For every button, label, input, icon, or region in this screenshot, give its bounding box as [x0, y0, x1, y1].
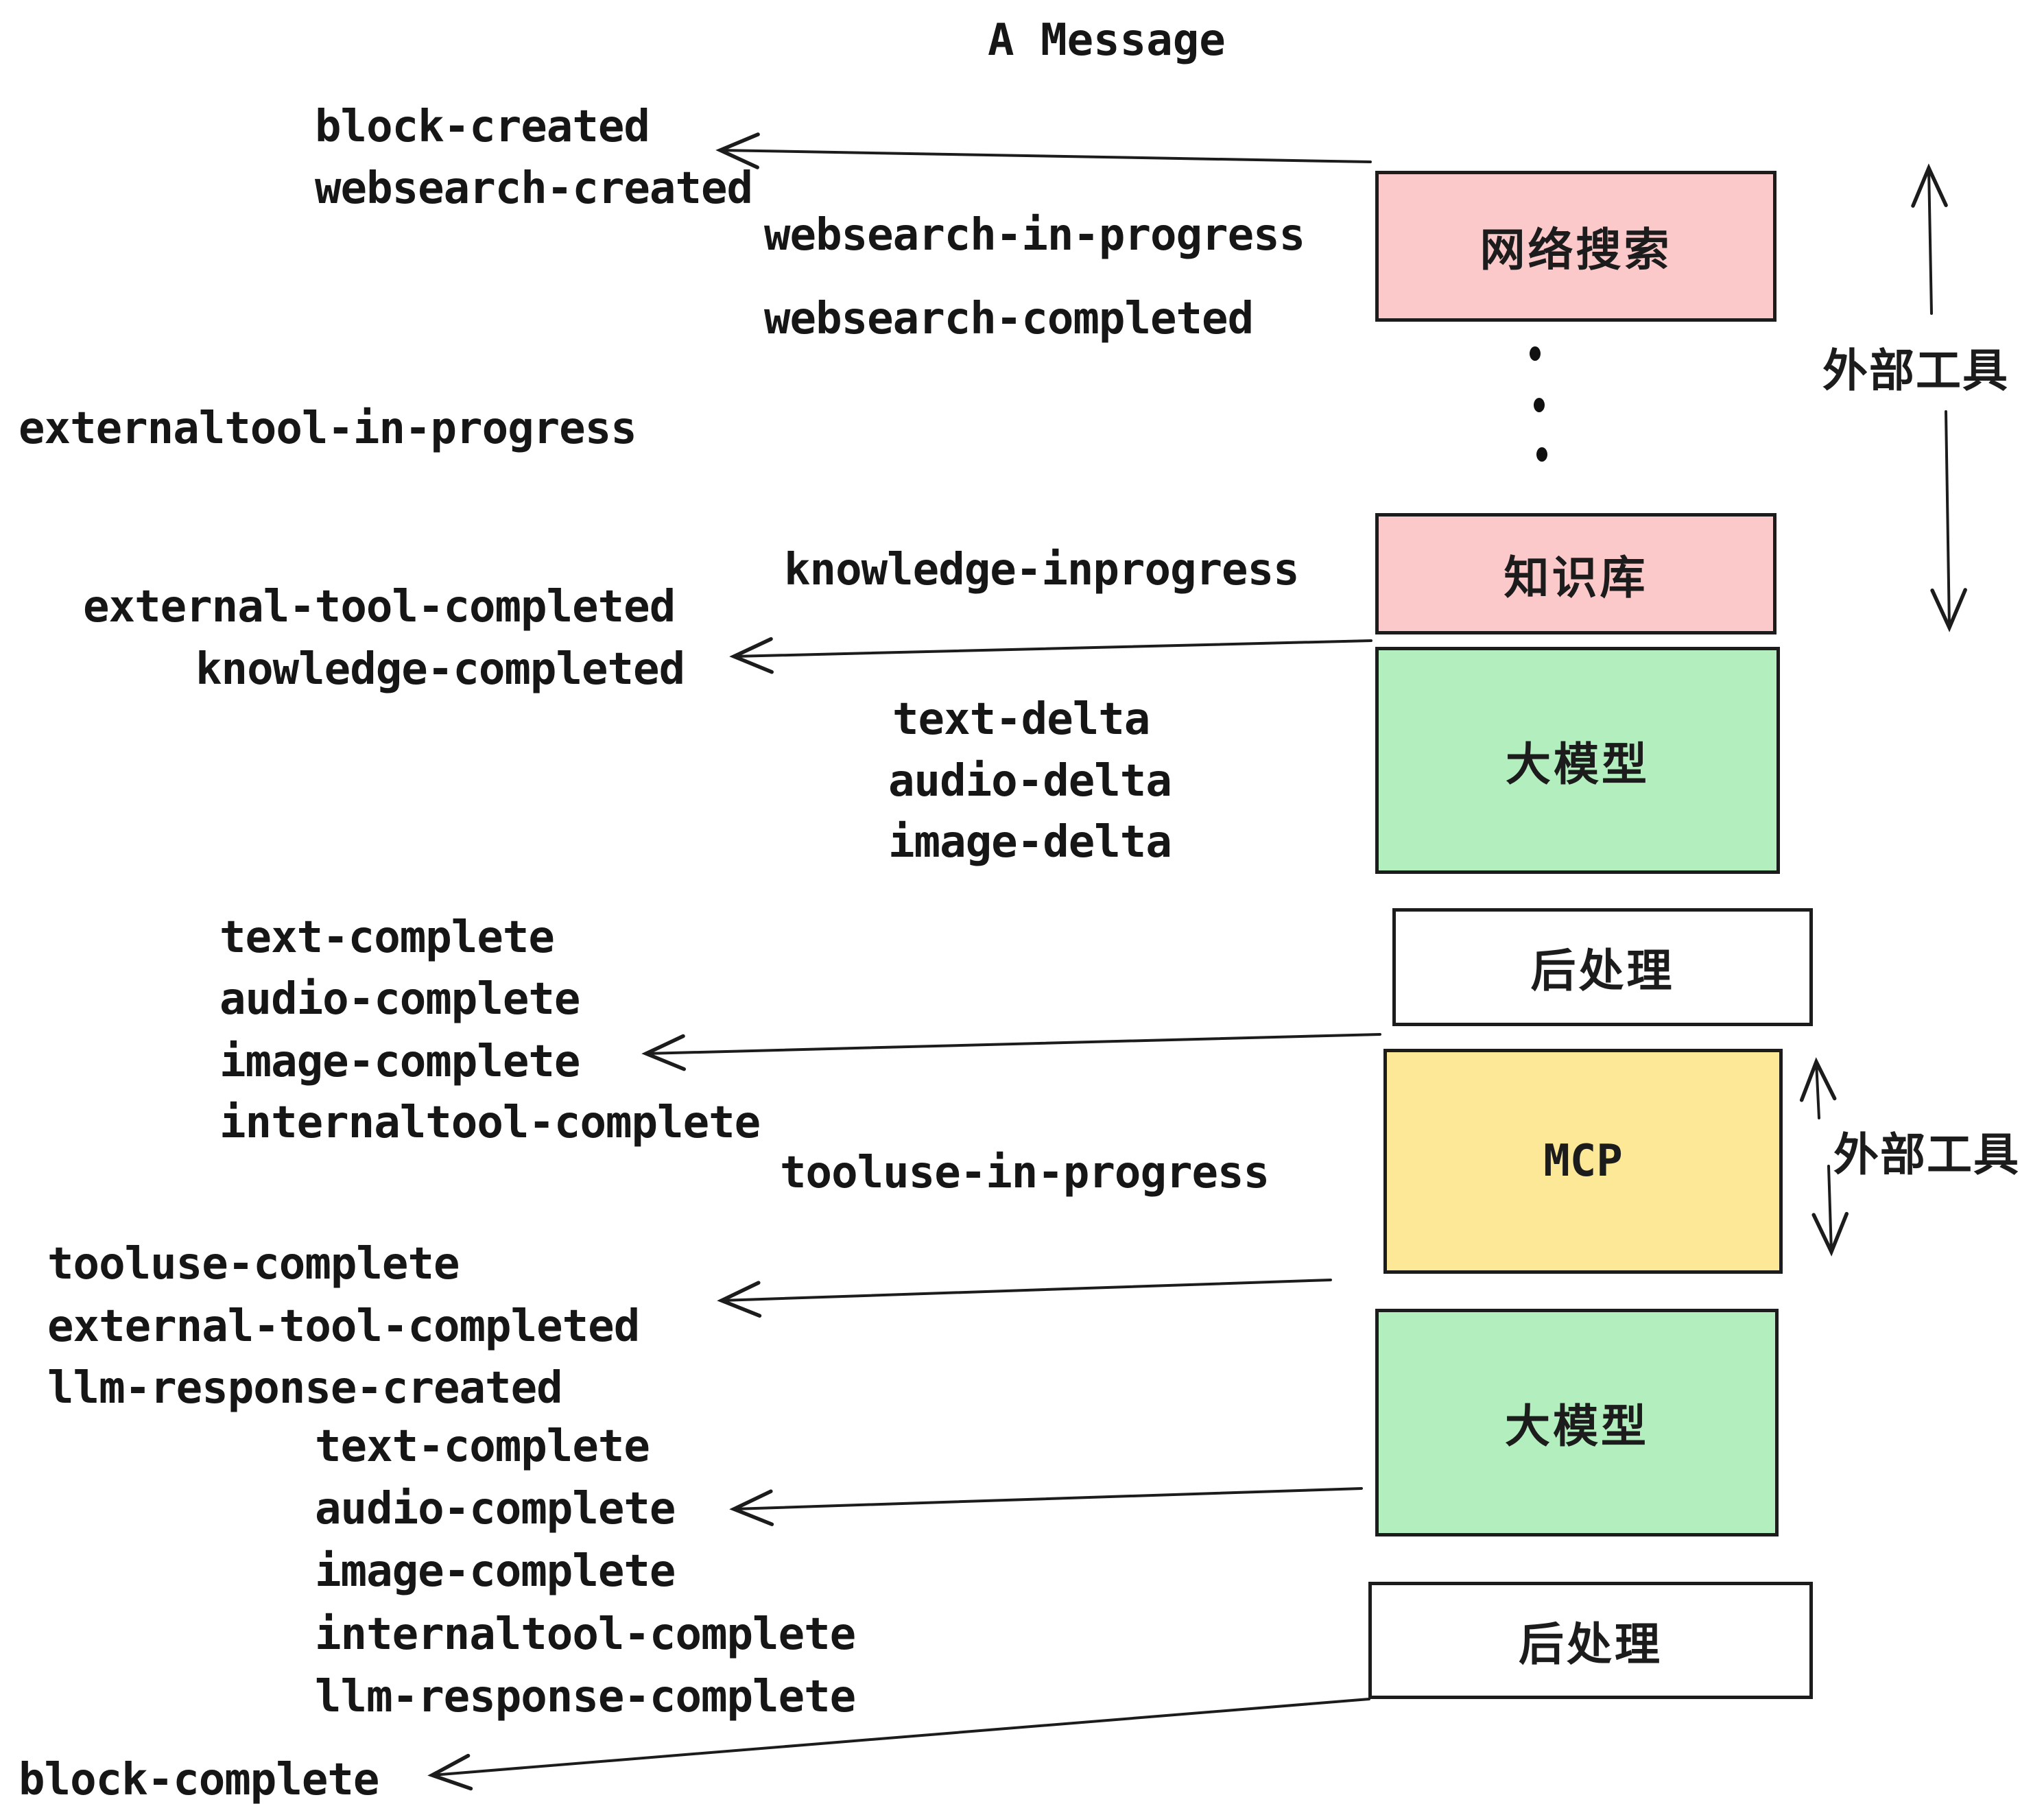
event-audio-complete-2: audio-complete: [315, 1484, 676, 1534]
event-external-tool-completed-2: external-tool-completed: [47, 1301, 640, 1352]
event-tooluse-complete: tooluse-complete: [47, 1239, 460, 1290]
box-llm-2-label: 大模型: [1505, 1400, 1649, 1453]
event-image-complete: image-complete: [219, 1036, 580, 1087]
event-image-delta: image-delta: [888, 817, 1172, 868]
box-mcp: MCP: [1383, 1049, 1783, 1274]
event-text-complete-2: text-complete: [315, 1421, 650, 1472]
event-audio-complete: audio-complete: [219, 974, 580, 1025]
event-websearch-completed: websearch-completed: [764, 294, 1254, 344]
event-external-tool-completed: external-tool-completed: [83, 582, 676, 632]
event-externaltool-in-progress: externaltool-in-progress: [19, 403, 637, 454]
external-tools-label-top: 外部工具: [1822, 344, 2009, 397]
box-websearch-label: 网络搜索: [1479, 224, 1672, 276]
event-llm-response-created: llm-response-created: [47, 1363, 563, 1414]
event-image-complete-2: image-complete: [315, 1546, 676, 1597]
event-knowledge-inprogress: knowledge-inprogress: [784, 545, 1300, 595]
arrow-knowledge-completed: [729, 637, 1372, 674]
box-postprocess-1: 后处理: [1392, 908, 1813, 1026]
box-llm-1: 大模型: [1375, 647, 1780, 874]
event-websearch-in-progress: websearch-in-progress: [764, 210, 1305, 261]
event-text-delta: text-delta: [892, 694, 1150, 745]
event-internaltool-complete-2: internaltool-complete: [315, 1609, 856, 1660]
arrow-image-complete: [641, 1033, 1381, 1071]
arrow-external-tools-up-1: [1911, 163, 1948, 315]
event-websearch-created: websearch-created: [315, 163, 753, 214]
event-tooluse-in-progress: tooluse-in-progress: [780, 1148, 1270, 1198]
box-llm-1-label: 大模型: [1506, 737, 1650, 791]
box-postprocess-1-label: 后处理: [1530, 945, 1675, 997]
box-llm-2: 大模型: [1375, 1309, 1779, 1536]
event-text-complete: text-complete: [219, 912, 555, 963]
arrow-external-tools-down-1: [1930, 410, 1967, 632]
box-knowledge: 知识库: [1375, 513, 1776, 634]
diagram-title: A Message: [988, 15, 1226, 66]
arrow-external-tools-down-2: [1811, 1165, 1849, 1257]
event-knowledge-completed: knowledge-completed: [195, 644, 685, 695]
external-tools-label-bottom: 外部工具: [1833, 1128, 2020, 1181]
arrow-tooluse-complete: [717, 1279, 1332, 1318]
box-postprocess-2: 后处理: [1368, 1582, 1813, 1699]
box-websearch: 网络搜索: [1375, 171, 1776, 322]
box-knowledge-label: 知识库: [1504, 551, 1648, 604]
event-block-complete: block-complete: [19, 1755, 379, 1804]
event-audio-delta: audio-delta: [888, 756, 1172, 807]
box-mcp-label: MCP: [1543, 1136, 1623, 1187]
arrow-audio-complete-2: [729, 1487, 1363, 1526]
event-llm-response-complete: llm-response-complete: [315, 1672, 856, 1722]
arrow-websearch-to-block-created: [715, 132, 1372, 169]
box-postprocess-2-label: 后处理: [1519, 1617, 1663, 1671]
arrow-external-tools-up-2: [1799, 1057, 1837, 1119]
event-block-created: block-created: [315, 102, 650, 152]
event-internaltool-complete: internaltool-complete: [219, 1097, 761, 1148]
